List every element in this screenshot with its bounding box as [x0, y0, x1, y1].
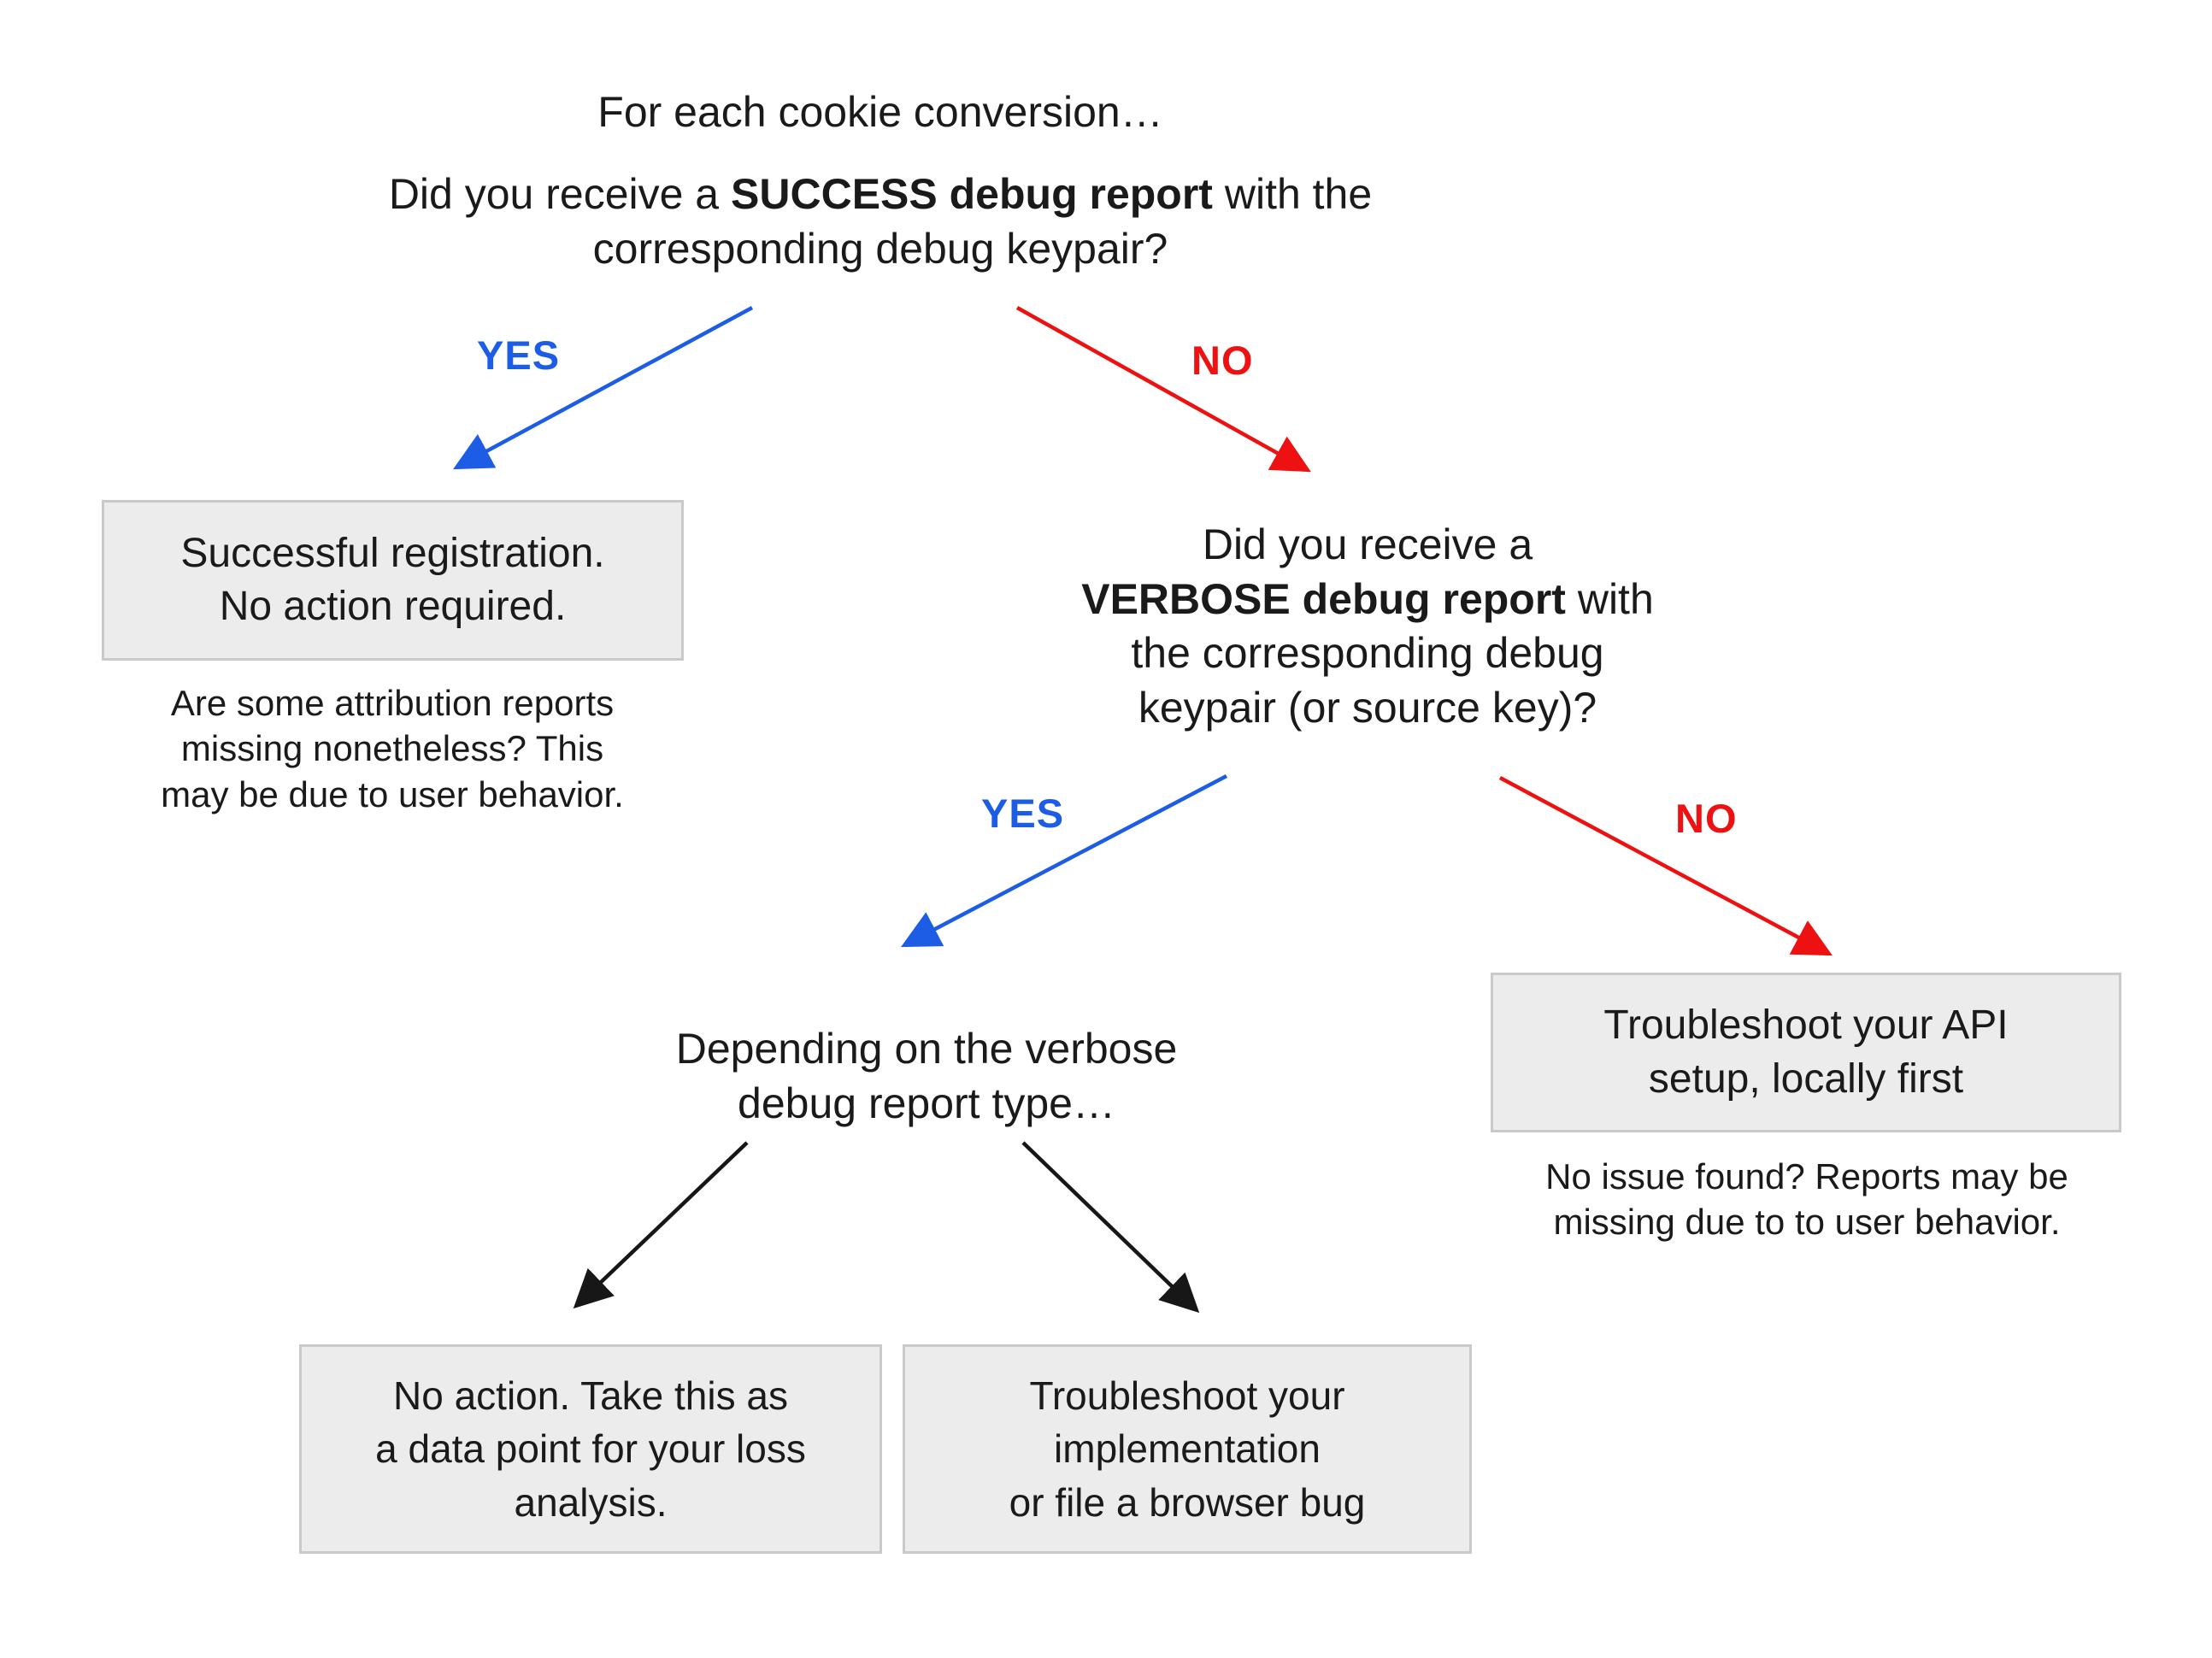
no-action-line2: a data point for your loss [375, 1426, 806, 1472]
success-note: Are some attribution reports missing non… [93, 680, 691, 817]
success-note-line1: Are some attribution reports [170, 683, 615, 723]
root-question: Did you receive a SUCCESS debug report w… [239, 168, 1521, 276]
no-arrow-level1 [1015, 306, 1311, 473]
verbose-type-arrow-right [1021, 1141, 1200, 1314]
no-action-line1: No action. Take this as [393, 1373, 788, 1418]
depending-line2: debug report type… [738, 1079, 1115, 1127]
success-registration-box: Successful registration. No action requi… [102, 500, 684, 661]
verbose-question-line2: VERBOSE debug report with [1081, 574, 1654, 623]
success-debug-report-emphasis: SUCCESS debug report [731, 170, 1213, 218]
no-label-level2: NO [1675, 796, 1738, 841]
verbose-debug-report-emphasis: VERBOSE debug report [1081, 574, 1566, 623]
yes-label-level2: YES [981, 791, 1065, 836]
depending-text: Depending on the verbose debug report ty… [585, 1022, 1268, 1131]
troubleshoot-api-box: Troubleshoot your API setup, locally fir… [1491, 973, 2121, 1132]
yes-label-level1: YES [477, 332, 561, 378]
root-question-line2: corresponding debug keypair? [592, 224, 1168, 273]
no-action-box: No action. Take this as a data point for… [299, 1344, 882, 1554]
no-action-line3: analysis. [514, 1479, 668, 1525]
verbose-question: Did you receive a VERBOSE debug report w… [983, 518, 1752, 735]
verbose-question-line3: the corresponding debug [1131, 629, 1604, 677]
success-note-line3: may be due to user behavior. [161, 773, 624, 814]
api-box-line1: Troubleshoot your API [1603, 1002, 2009, 1049]
api-note: No issue found? Reports may be missing d… [1448, 1154, 2166, 1245]
no-label-level1: NO [1191, 338, 1254, 383]
impl-box-line3: or file a browser bug [1009, 1479, 1366, 1525]
api-box-line2: setup, locally first [1648, 1055, 1964, 1102]
intro-line: For each cookie conversion… [597, 88, 1163, 136]
impl-box-line1: Troubleshoot your [1029, 1373, 1345, 1418]
success-note-line2: missing nonetheless? This [180, 728, 604, 769]
impl-box-line2: implementation [1054, 1426, 1321, 1472]
verbose-question-line1: Did you receive a [1202, 520, 1533, 568]
verbose-type-arrow-left [573, 1141, 749, 1309]
no-arrow-level2 [1498, 776, 1833, 956]
root-question-line1: Did you receive a SUCCESS debug report w… [388, 170, 1373, 218]
api-note-line2: missing due to to user behavior. [1553, 1202, 2061, 1243]
api-note-line1: No issue found? Reports may be [1545, 1156, 2068, 1196]
success-box-line2: No action required. [219, 584, 567, 629]
yes-arrow-level2 [901, 774, 1228, 948]
depending-line1: Depending on the verbose [675, 1025, 1178, 1073]
success-box-line1: Successful registration. [180, 530, 605, 576]
troubleshoot-implementation-box: Troubleshoot your implementation or file… [903, 1344, 1472, 1554]
intro-text: For each cookie conversion… [239, 85, 1521, 140]
verbose-question-line4: keypair (or source key)? [1138, 683, 1597, 732]
